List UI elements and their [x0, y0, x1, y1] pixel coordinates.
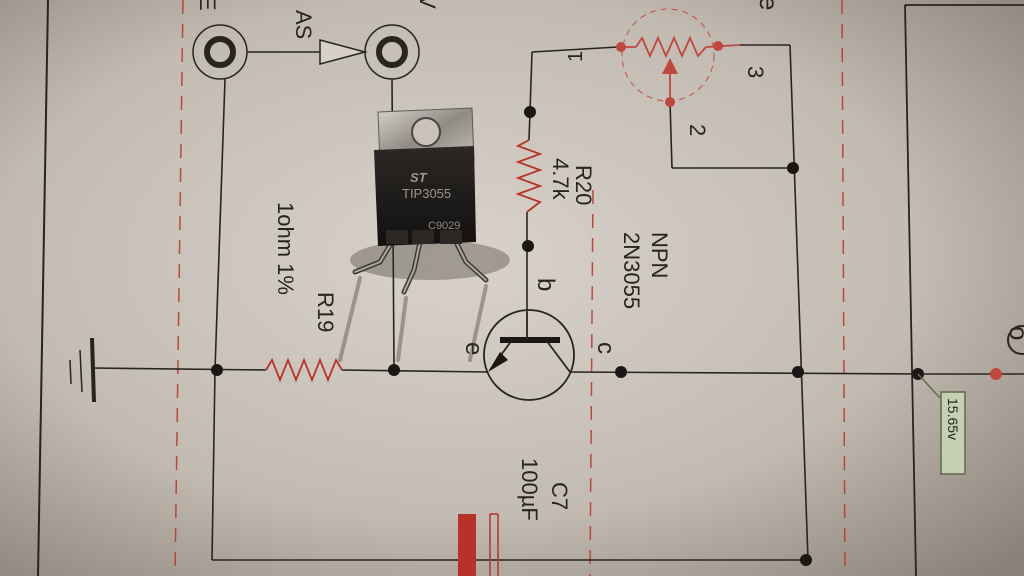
- label-r19-name: R19: [313, 292, 338, 332]
- label-pot-pin1: 1: [565, 51, 587, 62]
- resistor-r19: [265, 357, 343, 383]
- label-npn-part: 2N3055: [619, 232, 644, 309]
- capacitor-c7: [458, 513, 499, 576]
- right-edge-ring: [1007, 325, 1024, 355]
- chip-part-number: TIP3055: [402, 186, 451, 201]
- label-c7-name: C7: [547, 482, 572, 510]
- chip-brand-logo: ST: [410, 170, 428, 185]
- label-r20-name: R20: [571, 165, 596, 205]
- label-pin-e: e: [460, 342, 487, 355]
- npn-transistor-symbol: [483, 309, 575, 401]
- label-pot-pin2: 2: [685, 124, 710, 136]
- red-dashed-guides: [174, 0, 846, 576]
- label-c7-value: 100µF: [517, 458, 542, 521]
- chip-date-code: C9029: [428, 220, 460, 232]
- right-edge-red-dot: [990, 368, 1002, 380]
- label-right-edge: o: [1004, 326, 1024, 340]
- label-r20-value: 4.7k: [548, 158, 573, 201]
- label-pin-b: b: [532, 278, 559, 291]
- right-box-outline: [904, 4, 1024, 576]
- terminal-arrow: [319, 39, 368, 65]
- voltage-probe-line: [917, 373, 941, 399]
- tip3055-transistor: ST TIP3055 C9029: [338, 107, 510, 362]
- label-pot-pin3: 3: [743, 66, 768, 78]
- ground-symbol: [69, 337, 96, 403]
- voltage-box: [940, 391, 966, 475]
- label-top-right: V: [415, 0, 440, 9]
- potentiometer: [616, 8, 741, 107]
- resistor-r20: [515, 139, 543, 213]
- tab-mounting-hole: [411, 117, 441, 147]
- label-npn-type: NPN: [647, 232, 672, 278]
- voltage-readout: 15.65v: [945, 398, 961, 440]
- label-top-left: E: [195, 0, 220, 11]
- left-border-line: [37, 0, 49, 576]
- label-top-mid: AS: [291, 10, 316, 39]
- label-pin-c: c: [592, 342, 619, 354]
- label-top-corner: e: [754, 0, 784, 10]
- label-r19-value: 1ohm 1%: [273, 202, 298, 295]
